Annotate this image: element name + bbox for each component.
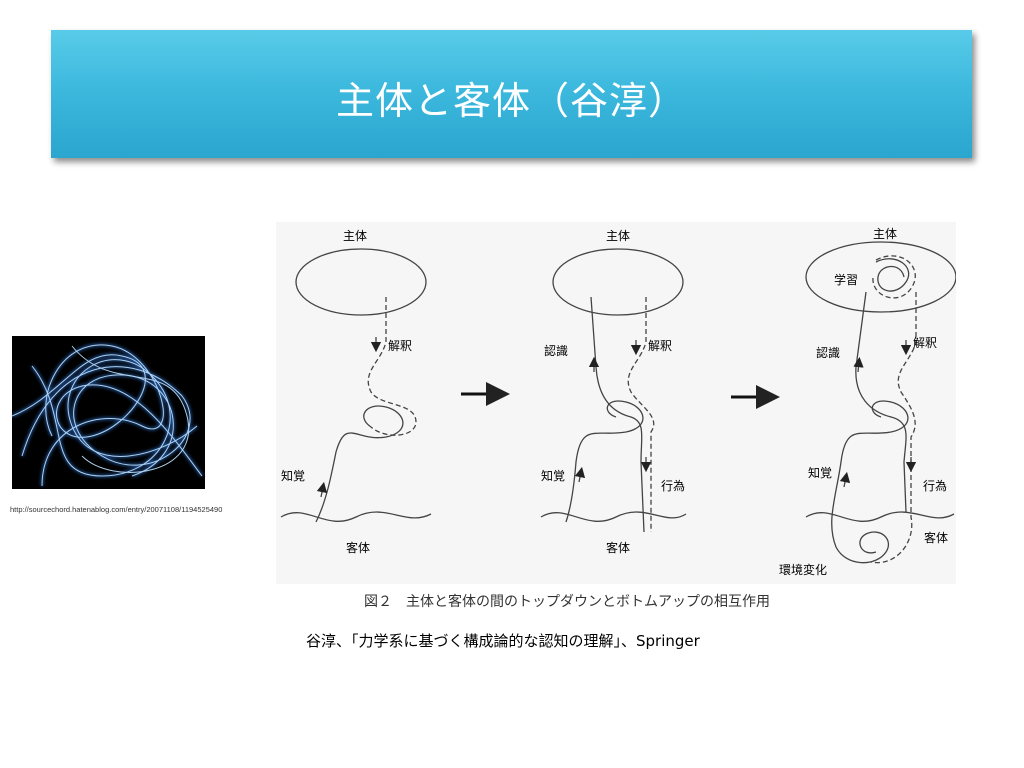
attractor-photo [12, 336, 205, 489]
panel3-recognition: 認識 [816, 345, 840, 360]
title-banner: 主体と客体（谷淳） [51, 30, 972, 158]
panel3-action: 行為 [923, 479, 947, 493]
image-source-url: http://sourcechord.hatenablog.com/entry/… [10, 505, 222, 514]
figure-caption: 図２ 主体と客体の間のトップダウンとボトムアップの相互作用 [364, 593, 770, 610]
panel2-subject: 主体 [606, 229, 630, 243]
panel3-perception: 知覚 [808, 466, 832, 480]
slide-title: 主体と客体（谷淳） [51, 70, 972, 125]
interaction-figure: 主体 解釈 知覚 客体 主体 解釈 認識 知覚 行為 客体 [276, 222, 956, 617]
panel1-interpretation: 解釈 [388, 339, 412, 353]
panel1-object: 客体 [346, 540, 370, 555]
panel2-object: 客体 [606, 540, 630, 555]
panel3-interpretation: 解釈 [913, 336, 937, 350]
panel2-recognition: 認識 [544, 343, 568, 358]
panel3-object: 客体 [924, 530, 948, 545]
panel3-env-change: 環境変化 [779, 562, 827, 577]
panel3-subject: 主体 [873, 227, 897, 241]
panel2-perception: 知覚 [541, 469, 565, 483]
attractor-image [12, 336, 205, 489]
panel2-interpretation: 解釈 [648, 339, 672, 353]
panel1-subject: 主体 [343, 229, 367, 243]
panel3-learning: 学習 [834, 272, 858, 287]
citation: 谷淳、「力学系に基づく構成論的な認知の理解」、Springer [306, 630, 700, 651]
panel2-action: 行為 [661, 479, 685, 493]
panel1-perception: 知覚 [281, 469, 305, 483]
